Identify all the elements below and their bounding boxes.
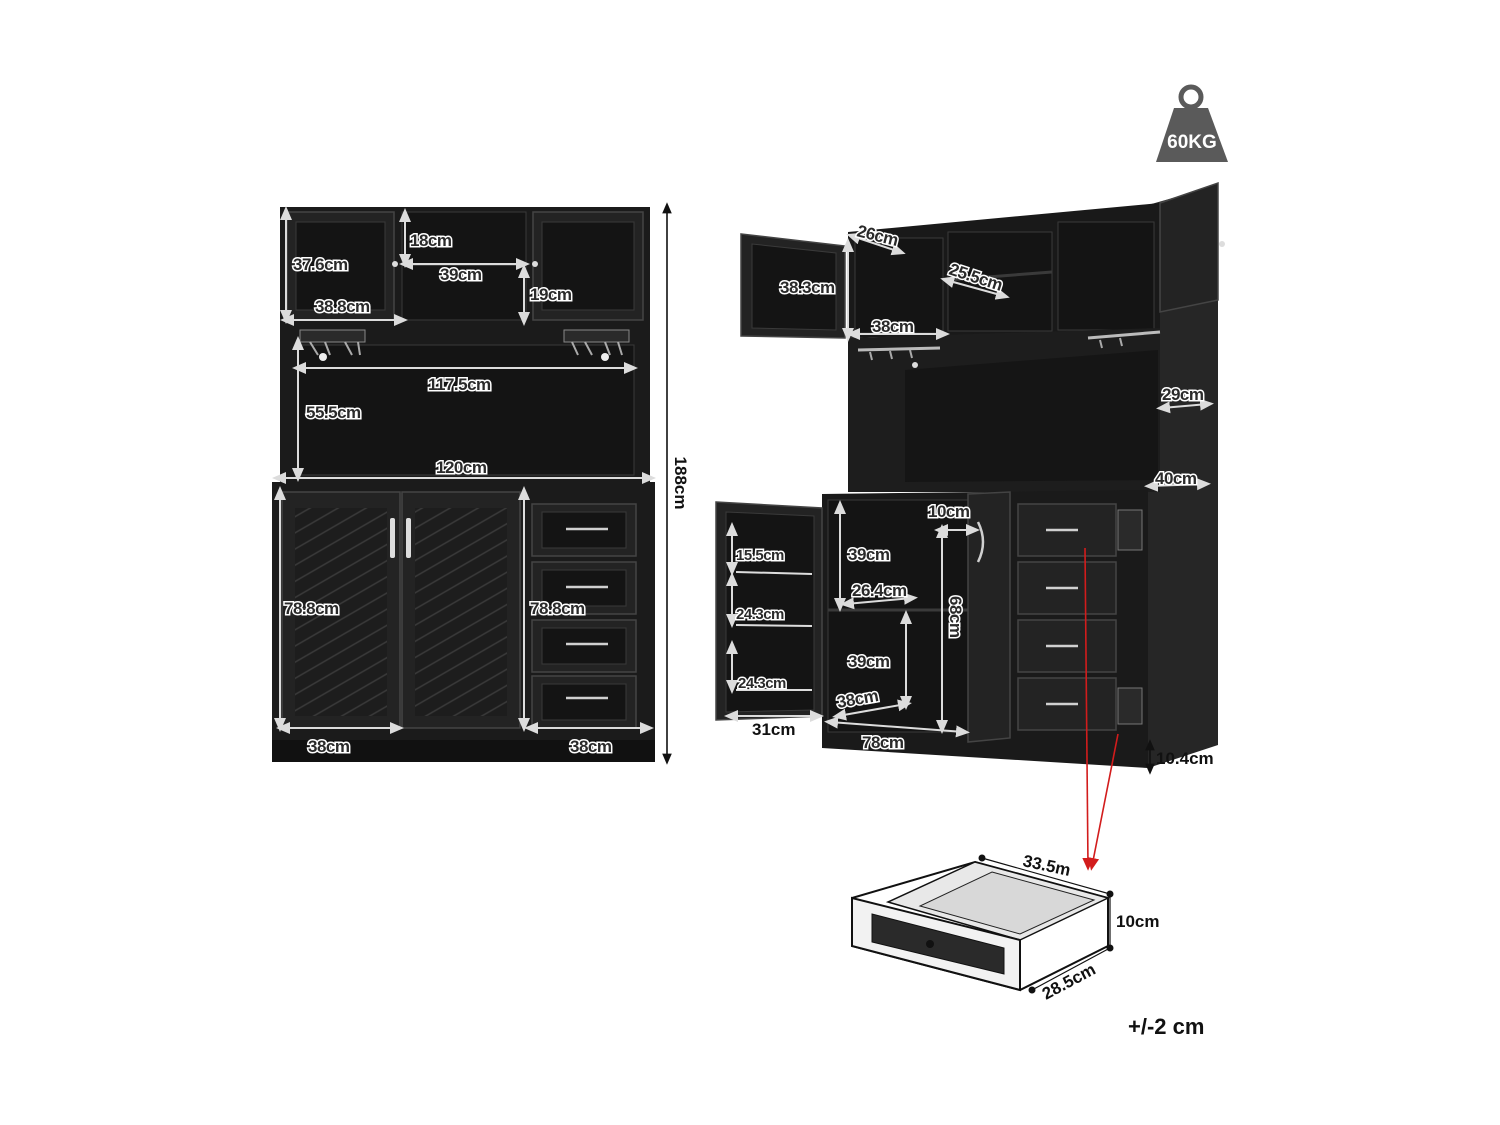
door-handle (390, 518, 395, 558)
left-door-width-label: 38cm (308, 737, 350, 756)
open-lower-right-door (967, 491, 1011, 743)
leg-height-label: 10.4cm (1156, 749, 1214, 768)
tolerance-note: +/-2 cm (1128, 1014, 1204, 1039)
door-rack-1-label: 15.5cm (736, 547, 784, 564)
top-cabinet-width-label: 38.8cm (315, 297, 370, 316)
top-middle-shelf-label: 19cm (530, 285, 572, 304)
door-handle (406, 518, 411, 558)
inner-height-label: 68cm (946, 596, 965, 638)
drawer-detail: 33.5m 10cm 28.5cm (851, 851, 1159, 1004)
open-upper-right-door (1159, 181, 1219, 313)
angled-drawer-stack (1017, 503, 1143, 731)
wine-glass-rack-icon (299, 329, 630, 361)
top-middle-width-label: 39cm (440, 265, 482, 284)
upper-width-label: 38cm (872, 317, 914, 336)
weight-label: 60KG (1167, 132, 1217, 153)
door-rack-3-label: 24.3cm (738, 675, 786, 692)
hutch-depth-label: 29cm (1162, 385, 1204, 404)
drawer-width-label: 38cm (570, 737, 612, 756)
angled-view: 26cm 38.3cm 25.5cm 38cm 29cm 40cm 15.5cm… (715, 181, 1225, 775)
total-height-label: 188cm (671, 457, 690, 510)
hutch-height-label: 55.5cm (306, 403, 361, 422)
front-view: 188cm 37.6cm 18cm 39cm 19cm 38.8cm 117.5… (272, 202, 690, 765)
upper-cabinet-height-label: 39cm (848, 545, 890, 564)
lower-cabinet-height-label: 39cm (848, 652, 890, 671)
door-width-label: 31cm (752, 720, 795, 739)
inner-shelf-depth-label: 26.4cm (852, 581, 907, 600)
door-rack-2-label: 24.3cm (736, 606, 784, 623)
total-width-label: 120cm (436, 458, 487, 477)
shelf-gap-label: 10cm (928, 502, 970, 521)
top-cabinet-height-label: 37.6cm (293, 255, 348, 274)
upper-door-height-label: 38.3cm (780, 278, 835, 297)
weight-icon: 60KG (1156, 84, 1228, 162)
base-inner-width-label: 78cm (862, 733, 904, 752)
drawer-callout-arrows (1082, 547, 1119, 871)
left-door-height-label: 78.8cm (284, 599, 339, 618)
wine-glass-rack-icon (857, 330, 1161, 368)
drawer-stack (531, 503, 637, 729)
drawer-stack-height-label: 78.8cm (530, 599, 585, 618)
drawer-height-label: 10cm (1116, 912, 1159, 931)
top-middle-opening-label: 18cm (410, 231, 452, 250)
hutch-inner-width-label: 117.5cm (428, 375, 491, 394)
base-depth-label: 40cm (1155, 469, 1197, 488)
